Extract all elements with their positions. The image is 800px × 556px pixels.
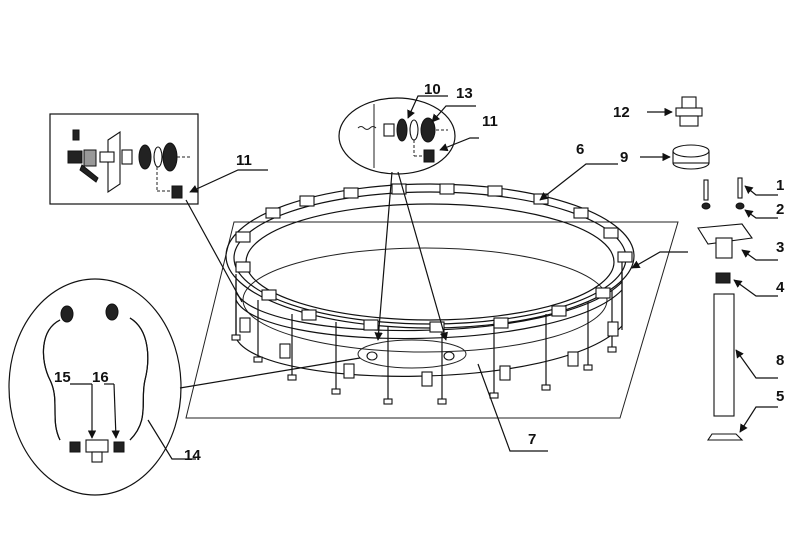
callout-7: 7 xyxy=(528,431,536,448)
part-4-connector xyxy=(715,272,731,284)
callout-15: 15 xyxy=(54,369,71,386)
callout-6: 6 xyxy=(576,141,584,158)
callout-16: 16 xyxy=(92,369,109,386)
part-1-pins xyxy=(703,177,743,201)
callout-1: 1 xyxy=(776,177,784,194)
part-12-cap xyxy=(675,96,703,127)
ground-cloth-outline xyxy=(185,221,679,419)
valve-detail-box xyxy=(49,113,199,205)
part-3-t-joint xyxy=(697,223,753,259)
part-8-leg xyxy=(713,293,735,417)
part-5-foot xyxy=(706,433,744,441)
callout-12: 12 xyxy=(613,104,630,121)
pool-illustration xyxy=(225,183,635,405)
callout-5: 5 xyxy=(776,388,784,405)
callout-4: 4 xyxy=(776,279,785,296)
part-9-disc xyxy=(672,144,710,170)
callout-2: 2 xyxy=(776,201,784,218)
callout-10: 10 xyxy=(424,81,441,98)
callout-13: 13 xyxy=(456,85,473,102)
callout-11-center: 11 xyxy=(482,113,498,130)
callout-11-left: 11 xyxy=(236,152,252,169)
hose-detail-circle xyxy=(8,278,182,496)
inlet-detail-ellipse xyxy=(338,97,456,175)
callout-9: 9 xyxy=(620,149,628,166)
callout-8: 8 xyxy=(776,352,784,369)
part-2-clips xyxy=(701,202,745,210)
callout-14: 14 xyxy=(184,447,201,464)
callout-3: 3 xyxy=(776,239,784,256)
